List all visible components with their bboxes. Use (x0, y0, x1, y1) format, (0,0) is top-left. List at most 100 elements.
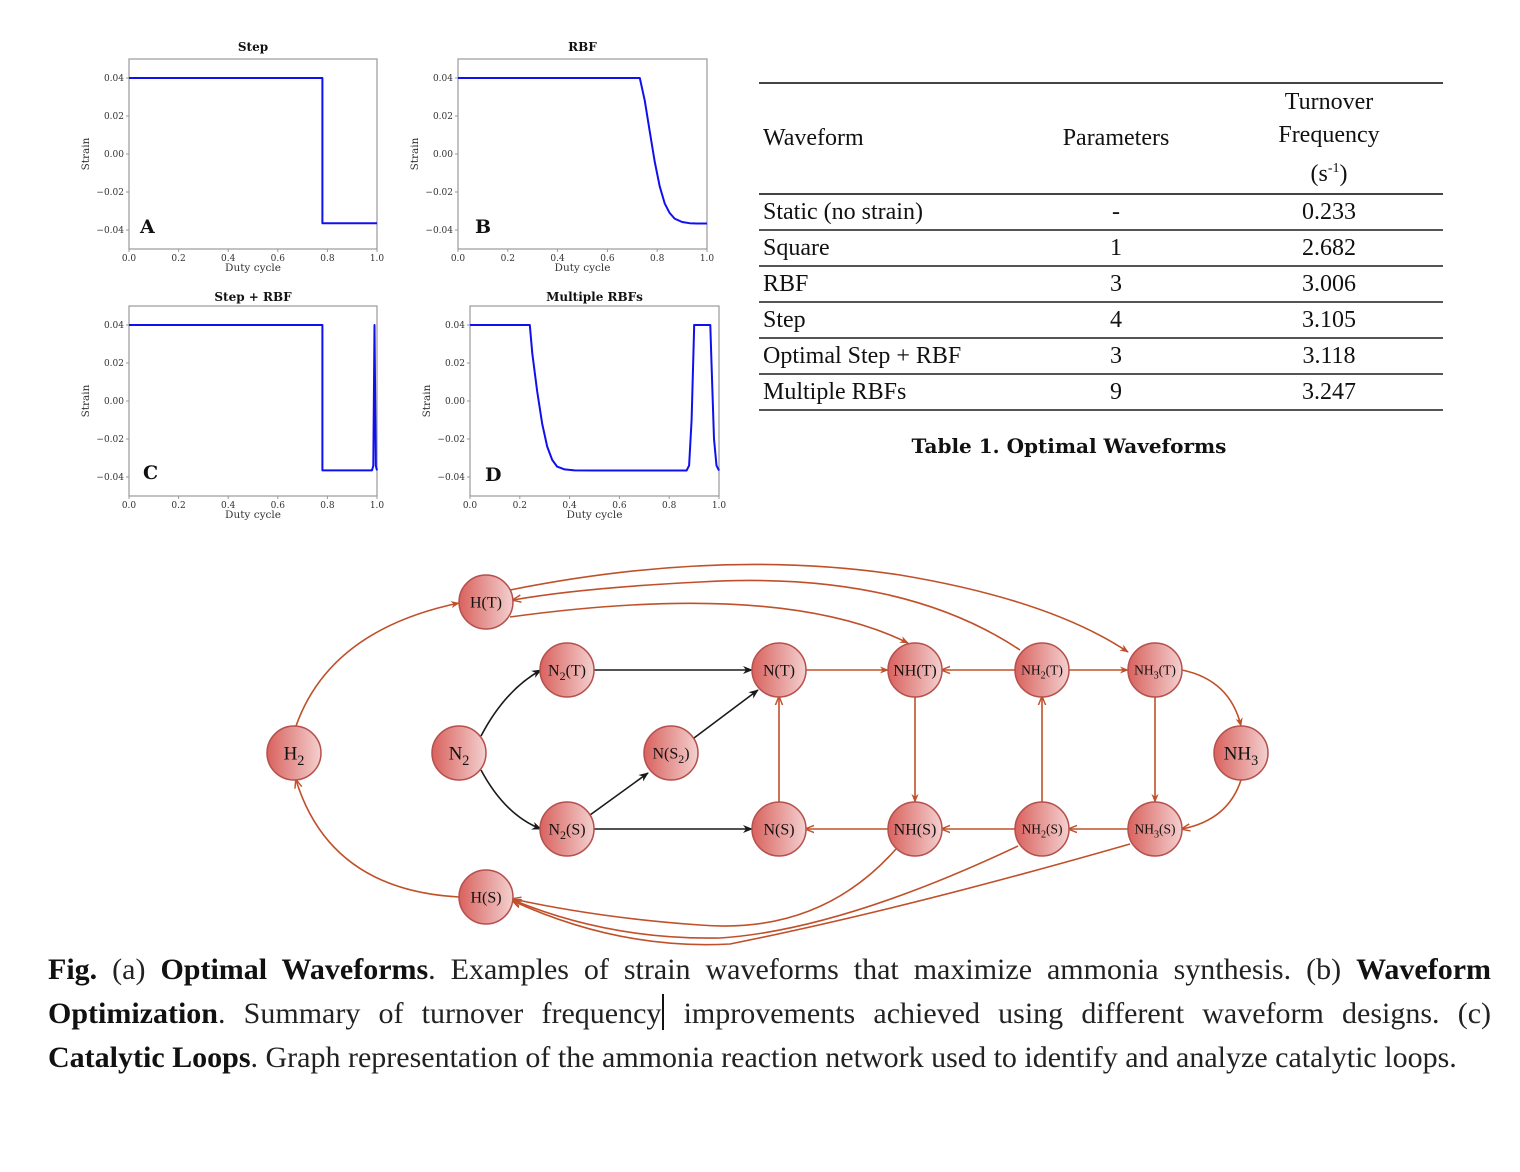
x-tick-label: 0.2 (501, 254, 515, 264)
y-tick-label: −0.04 (425, 226, 453, 236)
caption-b-title: Waveform Optimization (48, 953, 1492, 1030)
x-tick-label: 0.6 (600, 254, 615, 264)
strain-line (458, 77, 707, 225)
x-tick-label: 0.8 (320, 254, 335, 264)
edge-nh3t-to-nh3 (1181, 669, 1243, 727)
y-tick-label: 0.04 (433, 74, 453, 84)
caption-a-marker: (a) (112, 953, 146, 986)
cell-tof: 0.233 (1302, 199, 1356, 225)
text-cursor (662, 994, 665, 1030)
y-tick-label: 0.00 (433, 150, 453, 160)
strain-line (129, 324, 378, 472)
node-circle[interactable] (458, 574, 514, 630)
cell-waveform: Multiple RBFs (763, 379, 907, 405)
node-circle[interactable] (887, 642, 943, 698)
y-tick-label: −0.04 (96, 473, 124, 483)
node-label: N(S) (763, 821, 794, 838)
node-ns2[interactable]: N(S2) (643, 725, 699, 781)
node-nh2s[interactable]: NH2(S) (1014, 801, 1070, 857)
x-axis-label: Duty cycle (225, 262, 281, 274)
waveform-table: Waveform Parameters Turnover Frequency (… (759, 82, 1443, 411)
node-nh2t[interactable]: NH2(T) (1014, 642, 1070, 698)
edge-n2-to-n2t (480, 669, 542, 737)
cell-parameters: 4 (1110, 307, 1122, 333)
cell-tof: 3.105 (1302, 307, 1356, 333)
x-tick-label: 0.6 (612, 501, 627, 511)
node-circle[interactable] (751, 801, 807, 857)
cell-waveform: Square (763, 235, 830, 261)
reaction-network-graph: H2 H(T) H(S) N2 N2(T) N2(S) N(S2) N(T) N(S) NH(T)… (266, 563, 1269, 946)
node-label: NH(S) (894, 821, 937, 838)
x-tick-label: 0.2 (171, 254, 185, 264)
node-circle[interactable] (887, 801, 943, 857)
y-tick-label: 0.02 (433, 112, 453, 122)
node-label: H(S) (470, 889, 501, 906)
unit-open: (s (1310, 161, 1328, 187)
x-tick-label: 0.6 (271, 254, 286, 264)
strain-line (470, 324, 720, 472)
cell-parameters: - (1112, 199, 1120, 225)
node-h2[interactable]: H2 (266, 725, 322, 781)
caption-a-text: . Examples of strain waveforms that maxi… (428, 953, 1292, 986)
panel-letter: B (475, 216, 491, 238)
node-circle[interactable] (266, 725, 322, 781)
edge-n2s-to-ns2 (589, 772, 649, 816)
node-ns[interactable]: N(S) (751, 801, 807, 857)
node-hs[interactable]: H(S) (458, 869, 514, 925)
x-tick-label: 0.0 (451, 254, 466, 264)
edge-nh2s-to-hs (513, 845, 1019, 939)
node-nhs[interactable]: NH(S) (887, 801, 943, 857)
x-tick-label: 1.0 (700, 254, 715, 264)
node-circle[interactable] (431, 725, 487, 781)
x-tick-label: 0.4 (221, 254, 236, 264)
x-tick-label: 0.4 (221, 501, 236, 511)
cell-waveform: Static (no strain) (763, 199, 923, 225)
caption-b-text-2: improvements achieved using different wa… (665, 997, 1440, 1030)
x-tick-label: 1.0 (370, 254, 385, 264)
node-n2[interactable]: N2 (431, 725, 487, 781)
node-n2t[interactable]: N2(T) (539, 642, 595, 698)
node-nt[interactable]: N(T) (751, 642, 807, 698)
node-circle[interactable] (1014, 642, 1070, 698)
node-circle[interactable] (1127, 801, 1183, 857)
node-circle[interactable] (458, 869, 514, 925)
panel-letter: C (143, 462, 158, 484)
node-nht[interactable]: NH(T) (887, 642, 943, 698)
node-label: NH3(S) (1134, 821, 1175, 840)
edge-nhs-to-hs (513, 848, 897, 927)
node-nh3t[interactable]: NH3(T) (1127, 642, 1183, 698)
panel-letter: A (139, 216, 155, 238)
node-circle[interactable] (539, 642, 595, 698)
x-tick-label: 1.0 (370, 501, 385, 511)
x-tick-label: 0.0 (122, 501, 137, 511)
node-circle[interactable] (539, 801, 595, 857)
y-axis-label: Strain (409, 137, 421, 170)
node-nh3[interactable]: NH3 (1213, 725, 1269, 781)
edge-n2-to-n2s (480, 769, 542, 830)
cell-tof: 3.006 (1302, 271, 1356, 297)
node-n2s[interactable]: N2(S) (539, 801, 595, 857)
x-tick-label: 0.2 (171, 501, 185, 511)
node-circle[interactable] (1127, 642, 1183, 698)
node-circle[interactable] (751, 642, 807, 698)
header-tof-unit: (s-1) (1219, 152, 1439, 191)
node-nh3s[interactable]: NH3(S) (1127, 801, 1183, 857)
node-ht[interactable]: H(T) (458, 574, 514, 630)
node-circle[interactable] (1014, 801, 1070, 857)
node-label: NH(T) (893, 662, 937, 679)
node-label: H2 (284, 743, 305, 769)
y-tick-label: −0.02 (96, 188, 124, 198)
node-circle[interactable] (643, 725, 699, 781)
edge-h2-to-ht (295, 601, 460, 727)
y-tick-label: 0.00 (104, 150, 124, 160)
node-circle[interactable] (1213, 725, 1269, 781)
cell-parameters: 3 (1110, 271, 1122, 297)
node-label: H(T) (470, 594, 502, 611)
figure-caption: Fig. (a) Optimal Waveforms. Examples of … (48, 948, 1491, 1080)
